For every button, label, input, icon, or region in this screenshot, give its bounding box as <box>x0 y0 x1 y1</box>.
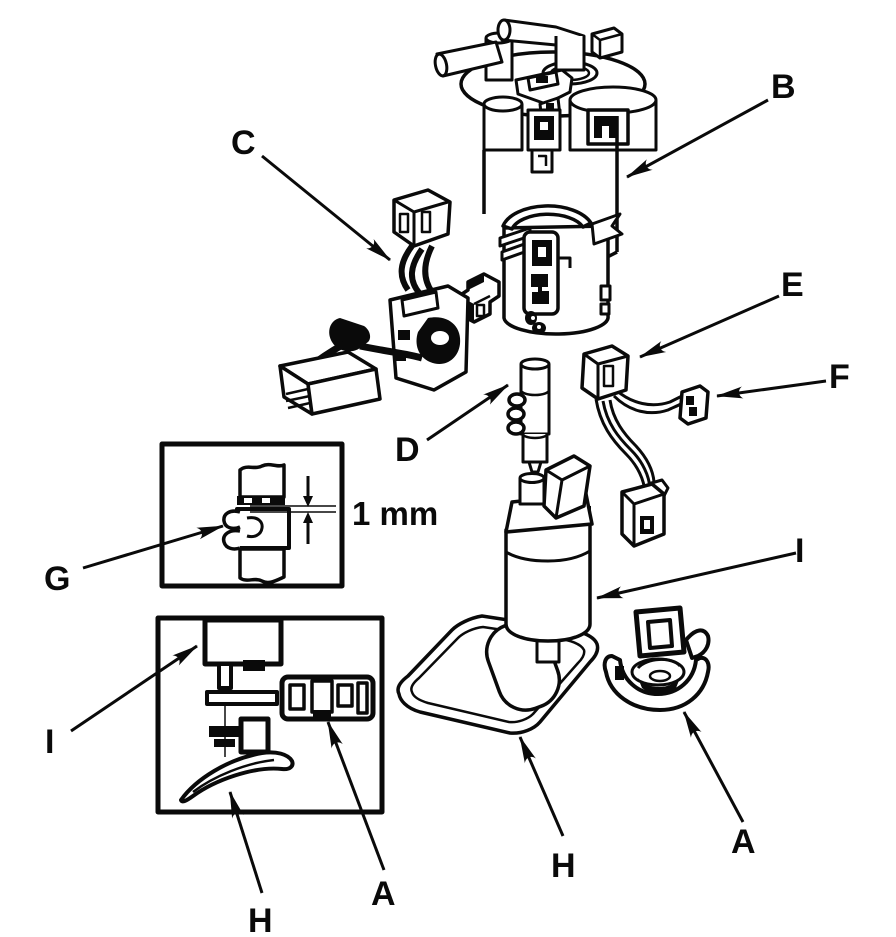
fuel-pump-i-drawing <box>504 454 594 664</box>
callout-label-d: D <box>395 431 420 469</box>
reservoir-cup-drawing <box>498 204 624 336</box>
module-assembly-b-drawing <box>433 18 658 267</box>
callout-label-g: G <box>44 560 70 598</box>
inset-assembly-box <box>155 615 385 815</box>
callout-arrow-b <box>626 98 769 179</box>
callout-label-b: B <box>771 68 796 106</box>
callout-arrow-d <box>426 383 509 442</box>
callout-label-h: H <box>551 847 576 885</box>
callout-label-i: I <box>795 532 804 570</box>
callout-label-f: F <box>829 358 850 396</box>
callout-label-e: E <box>781 266 804 304</box>
callout-arrow-h <box>518 736 565 837</box>
callout-arrow-i <box>596 551 797 600</box>
connector-f-drawing <box>678 384 710 426</box>
callout-labels: B C D E F G I H A I H A 1 mm <box>44 68 850 937</box>
callout-arrow-i-inset <box>70 644 198 733</box>
callout-label-i-inset: I <box>45 723 54 761</box>
callout-label-h-inset: H <box>248 902 273 937</box>
callout-arrow-f <box>716 379 827 399</box>
level-sensor-c-drawing <box>278 188 470 416</box>
retainer-a-drawing <box>602 605 711 712</box>
callout-arrow-a-inset <box>326 721 386 871</box>
callout-arrow-g <box>82 524 224 570</box>
callout-arrow-e <box>639 294 780 359</box>
callout-arrow-a <box>682 711 745 823</box>
damper-d-drawing <box>506 357 551 474</box>
harness-e-drawing <box>580 344 683 548</box>
callout-arrow-c <box>261 154 391 262</box>
callout-arrow-h-inset <box>228 791 264 894</box>
callout-label-c: C <box>231 124 256 162</box>
callout-label-a: A <box>731 823 756 861</box>
callout-arrows <box>70 98 827 894</box>
measurement-label-1mm: 1 mm <box>352 495 438 532</box>
callout-label-a-inset: A <box>371 875 396 913</box>
inset-clip-gap-box <box>159 441 345 589</box>
